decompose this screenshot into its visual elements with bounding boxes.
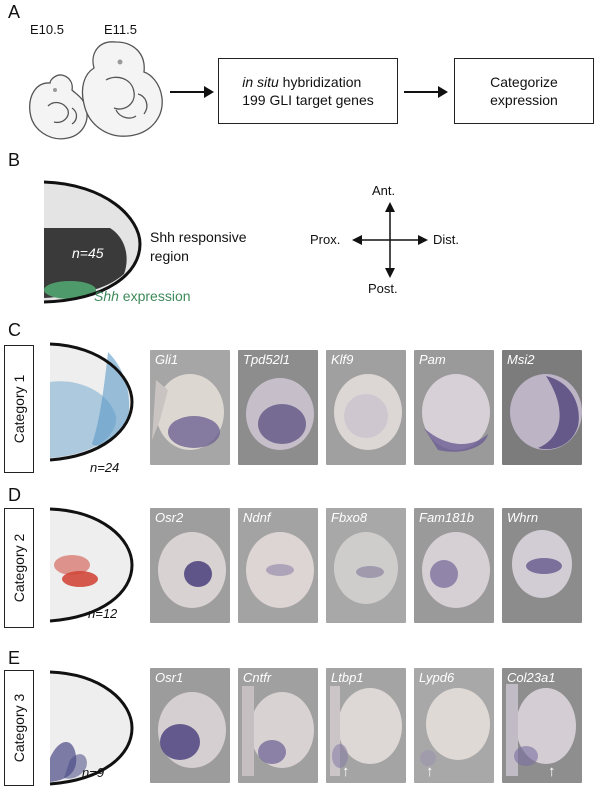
panel-d-label: D [8, 485, 21, 505]
klf9-expression-image: Klf9 [326, 350, 406, 465]
category-1-text: Category 1 [11, 374, 28, 444]
embryo-drawings [29, 41, 163, 140]
region-label-line-2: region [150, 248, 189, 264]
embryo-e11-5-illustration [81, 41, 163, 137]
category-3-count-text: n=9 [82, 765, 105, 780]
col23a1-expression-image: Col23a1 ↑ [502, 668, 582, 783]
orientation-compass-icon [352, 202, 428, 278]
embryo-e10-5-illustration [29, 74, 88, 140]
category-2-schematic [49, 507, 134, 623]
osr1-gene-label: Osr1 [155, 670, 184, 685]
category-2-label: Category 2 [4, 508, 34, 628]
in-situ-text: in situ [242, 74, 279, 90]
category-3-count: n=9 [82, 765, 104, 780]
arrow-2-icon [404, 86, 448, 98]
whrn-gene-label: Whrn [507, 510, 539, 525]
fam181b-gene-label: Fam181b [419, 510, 474, 525]
category-3-text: Category 3 [11, 693, 28, 763]
gli1-gene-label: Gli1 [155, 352, 179, 367]
panel-b-count: n=45 [72, 245, 104, 261]
ltbp1-gene-label: Ltbp1 [331, 670, 364, 685]
cntfr-gene-label: Cntfr [243, 670, 272, 685]
fbxo8-gene-label: Fbxo8 [331, 510, 368, 525]
osr2-expression-image: Osr2 [150, 508, 230, 623]
category-1-count-text: n=24 [90, 460, 120, 475]
shh-gene-text: Shh [94, 288, 119, 304]
posterior-label: Post. [368, 281, 398, 296]
limb-bud-schematic [43, 180, 142, 304]
shh-responsive-region [44, 228, 127, 298]
category-3-label: Category 3 [4, 670, 34, 786]
whrn-expression-image: Whrn [502, 508, 582, 623]
expression-text: expression [490, 92, 558, 108]
category-2-text: Category 2 [11, 533, 28, 603]
panel-b-label: B [8, 150, 21, 170]
stage-e11-5-label: E11.5 [104, 22, 138, 37]
klf9-gene-label: Klf9 [331, 352, 354, 367]
ndnf-gene-label: Ndnf [243, 510, 271, 525]
pam-expression-image: Pam [414, 350, 494, 465]
shh-expression-label: Shh expression [94, 288, 191, 304]
anterior-label: Ant. [372, 183, 396, 198]
fam181b-expression-image: Fam181b [414, 508, 494, 623]
cntfr-expression-image: Cntfr [238, 668, 318, 783]
panel-e-label: E [8, 648, 21, 668]
msi2-expression-image: Msi2 [502, 350, 582, 465]
in-situ-hybridization-box: in situ hybridization 199 GLI target gen… [218, 58, 398, 124]
panel-a-label: A [8, 2, 21, 22]
shh-responsive-region-label: Shh responsive region [150, 228, 247, 266]
categorize-expression-box: Categorize expression [454, 58, 594, 124]
gli-target-genes-text: 199 GLI target genes [242, 92, 374, 108]
stage-e10-5-label: E10.5 [30, 22, 64, 37]
col23a1-arrow-icon: ↑ [548, 763, 556, 780]
arrow-1-icon [170, 86, 214, 98]
msi2-gene-label: Msi2 [507, 352, 535, 367]
panel-b-count-text: n=45 [72, 245, 104, 261]
proximal-label: Prox. [310, 232, 341, 247]
distal-label: Dist. [433, 232, 459, 247]
category-1-label: Category 1 [4, 345, 34, 473]
hybridization-text: hybridization [278, 74, 362, 90]
category-1-schematic [49, 342, 134, 462]
ltbp1-expression-image: Ltbp1 ↑ [326, 668, 406, 783]
tpd52l1-gene-label: Tpd52l1 [243, 352, 290, 367]
category-3-schematic [49, 670, 134, 786]
fbxo8-expression-image: Fbxo8 [326, 508, 406, 623]
pam-gene-label: Pam [419, 352, 446, 367]
shh-expression-text: expression [118, 288, 191, 304]
osr2-gene-label: Osr2 [155, 510, 184, 525]
panel-c-label: C [8, 320, 21, 340]
shh-expression-region [44, 281, 96, 299]
category-1-count: n=24 [90, 460, 119, 475]
category-2-count-text: n=12 [88, 606, 118, 621]
categorize-text: Categorize [490, 74, 558, 90]
gli1-expression-image: Gli1 [150, 350, 230, 465]
category-2-count: n=12 [88, 606, 117, 621]
lypd6-expression-image: Lypd6 ↑ [414, 668, 494, 783]
region-label-line-1: Shh responsive [150, 229, 247, 245]
osr1-expression-image: Osr1 [150, 668, 230, 783]
lypd6-arrow-icon: ↑ [426, 763, 434, 780]
tpd52l1-expression-image: Tpd52l1 [238, 350, 318, 465]
ltbp1-arrow-icon: ↑ [342, 763, 350, 780]
col23a1-gene-label: Col23a1 [507, 670, 556, 685]
ndnf-expression-image: Ndnf [238, 508, 318, 623]
lypd6-gene-label: Lypd6 [419, 670, 455, 685]
